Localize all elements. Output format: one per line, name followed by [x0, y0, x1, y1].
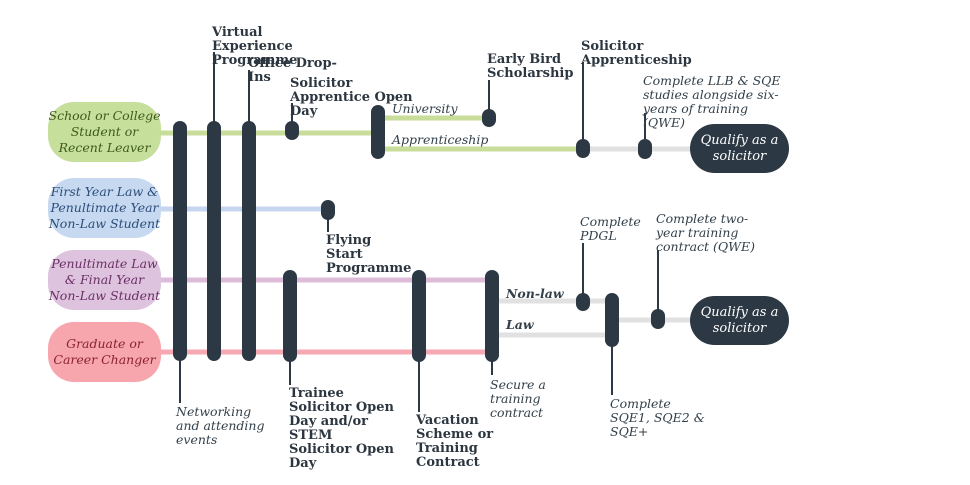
label-apprentice-open-day: Solicitor Apprentice Open Day	[290, 76, 413, 119]
start-school-leaver: School or College Student or Recent Leav…	[48, 102, 161, 162]
label-early-bird: Early Bird Scholarship	[487, 52, 574, 81]
label-virtual-experience: Virtual Experience Programme	[212, 25, 298, 68]
goal-qualify-bottom: Qualify as a solicitor	[690, 296, 789, 345]
virtual-bar	[207, 121, 221, 361]
note-complete-sqe: Complete SQE1, SQE2 & SQE+	[610, 396, 705, 439]
label-solicitor-apprenticeship: Solicitor Apprenticeship	[581, 39, 692, 68]
vacation-bar	[412, 270, 426, 362]
early-bird-bar	[482, 109, 496, 127]
start-graduate: Graduate or Career Changer	[48, 322, 161, 382]
label-flying-start: Flying Start Programme	[326, 233, 412, 276]
note-complete-llb: Complete LLB & SQE studies alongside six…	[643, 73, 781, 130]
start-penultimate: Penultimate Law & Final Year Non-Law Stu…	[48, 250, 161, 310]
flying-start-bar	[321, 200, 335, 220]
llb-bar	[638, 139, 652, 159]
note-secure-training: Secure a training contract	[490, 377, 546, 420]
goal-qualify-top: Qualify as a solicitor	[690, 124, 789, 173]
note-complete-pdgl: Complete PDGL	[580, 214, 641, 243]
sqe-bar	[605, 293, 619, 347]
note-non-law: Non-law	[506, 286, 564, 301]
note-law: Law	[506, 317, 534, 332]
note-apprenticeship: Apprenticeship	[392, 132, 489, 147]
note-university: University	[392, 101, 458, 116]
pathway-split-bar	[371, 105, 385, 159]
solicitor-apprenticeship-bar	[576, 139, 590, 158]
start-first-year: First Year Law & Penultimate Year Non-La…	[48, 178, 161, 238]
note-networking: Networking and attending events	[176, 404, 265, 447]
label-vacation-scheme: Vacation Scheme or Training Contract	[416, 413, 494, 470]
label-trainee-open-day: Trainee Solicitor Open Day and/or STEM S…	[289, 386, 394, 471]
label-office-drop-ins: Office Drop-Ins	[248, 56, 337, 85]
networking-bar	[173, 121, 187, 361]
two-year-bar	[651, 309, 665, 329]
office-bar	[242, 121, 256, 361]
note-two-year-contract: Complete two-year training contract (QWE…	[656, 211, 755, 254]
pdgl-bar	[576, 293, 590, 311]
apprentice-open-day-bar	[285, 121, 299, 140]
training-contract-bar	[485, 270, 499, 362]
trainee-open-day-bar	[283, 270, 297, 362]
